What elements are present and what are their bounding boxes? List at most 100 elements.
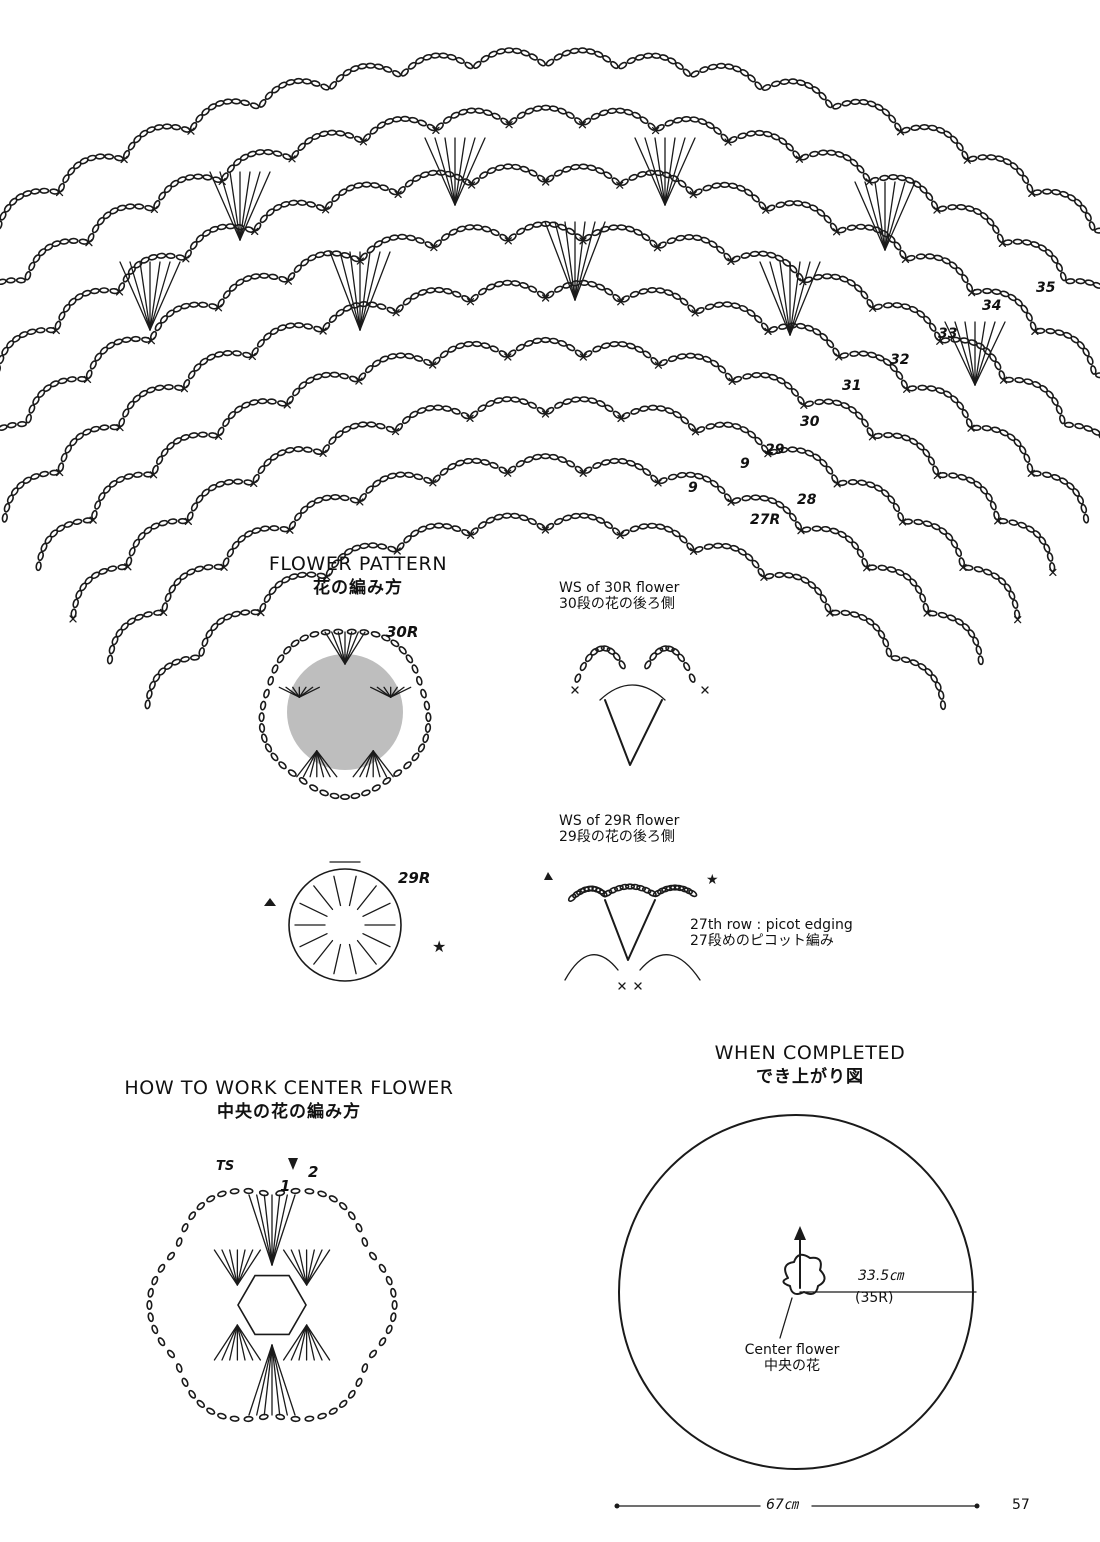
chain-stitch <box>340 252 351 259</box>
sc-stitch <box>542 178 550 186</box>
chain-stitch <box>595 645 605 653</box>
chain-stitch <box>161 602 169 613</box>
chain-stitch <box>329 371 340 378</box>
chain-stitch <box>17 420 27 428</box>
chain-stitch <box>306 571 317 578</box>
chain-stitch <box>832 347 840 357</box>
dc-stitch <box>359 251 371 331</box>
chain-stitch <box>189 121 198 132</box>
dc-stitch <box>213 1249 239 1286</box>
chain-stitch <box>503 163 513 170</box>
chain-stitch <box>113 338 124 346</box>
chain-stitch <box>70 608 77 619</box>
dc-stitch <box>944 321 976 386</box>
chain-stitch <box>338 1201 348 1211</box>
chain-stitch <box>583 466 593 474</box>
chain-stitch <box>872 432 883 440</box>
chain-stitch <box>566 343 576 352</box>
chain-stitch <box>164 592 172 603</box>
chain-stitch <box>557 107 567 115</box>
chain-stitch <box>750 494 761 501</box>
dc-stitch <box>236 1249 254 1286</box>
chain-stitch <box>398 646 407 655</box>
chain-stitch <box>746 309 756 317</box>
dc-stitch <box>298 1249 308 1286</box>
chain-stitch <box>371 784 381 792</box>
chain-stitch <box>432 356 441 366</box>
label-29r: 29R <box>398 869 431 887</box>
sc-stitch <box>541 294 550 302</box>
chain-stitch <box>382 776 392 785</box>
chain-stitch <box>1090 365 1097 375</box>
chain-stitch <box>708 240 718 248</box>
sc-stitch <box>283 401 291 409</box>
dc-stitch <box>302 750 318 778</box>
chain-stitch <box>287 272 296 282</box>
chain-stitch <box>774 571 785 579</box>
chain-stitch <box>494 164 505 171</box>
chain-stitch <box>977 655 984 666</box>
chain-stitch <box>493 513 504 521</box>
dc-stitch <box>854 181 886 251</box>
dc-stitch <box>454 137 476 206</box>
chain-stitch <box>66 376 77 383</box>
chain-stitch <box>879 174 890 182</box>
chain-stitch <box>353 135 364 143</box>
chain-stitch <box>264 743 273 753</box>
chain-stitch <box>365 62 376 69</box>
chain-stitch <box>477 287 488 296</box>
chain-stitch <box>973 566 984 573</box>
chain-stitch <box>340 793 351 801</box>
sc-stitch <box>654 479 662 487</box>
chain-stitch <box>856 548 865 559</box>
chain-stitch <box>883 431 894 439</box>
chain-stitch <box>1064 421 1074 429</box>
chain-stitch <box>294 512 302 522</box>
chain-stitch <box>957 473 968 481</box>
chain-stitch <box>151 1324 159 1335</box>
chain-stitch <box>897 511 905 522</box>
chain-stitch <box>154 384 165 391</box>
chain-stitch <box>271 664 279 674</box>
chain-stitch <box>259 700 267 711</box>
sc-stitch <box>251 227 259 236</box>
chain-stitch <box>679 297 689 306</box>
chain-stitch <box>456 225 467 233</box>
chain-stitch <box>619 178 629 186</box>
chain-stitch <box>716 245 725 254</box>
dc-stitch <box>789 261 811 336</box>
chain-stitch <box>971 424 982 432</box>
chain-stitch <box>743 188 754 197</box>
chain-stitch <box>818 91 827 101</box>
chain-stitch <box>118 282 126 292</box>
chain-stitch <box>256 338 265 348</box>
sc-stitch <box>432 126 440 135</box>
chain-stitch <box>122 408 130 418</box>
chain-stitch <box>674 884 685 892</box>
chain-stitch <box>402 297 412 306</box>
chain-stitch <box>702 184 713 192</box>
chain-stitch <box>510 280 521 287</box>
ws-29r-caption: WS of 29R flower 29段の花の後ろ側 <box>559 813 679 845</box>
chain-stitch <box>180 656 190 663</box>
chain-stitch <box>1011 599 1019 609</box>
chain-stitch <box>1026 183 1034 194</box>
chain-stitch <box>782 505 791 515</box>
chain-stitch <box>425 523 436 530</box>
chain-stitch <box>301 78 312 85</box>
chain-stitch <box>647 404 658 411</box>
chain-stitch <box>196 1201 206 1211</box>
chain-stitch <box>359 542 370 550</box>
chain-stitch <box>359 252 368 262</box>
chain-stitch <box>679 535 688 544</box>
sc-stitch <box>214 304 223 312</box>
chain-stitch <box>132 471 143 478</box>
chain-stitch <box>1002 239 1013 246</box>
row-label-9b: 9 <box>688 480 698 496</box>
chain-stitch <box>287 769 297 777</box>
chain-stitch <box>86 154 97 162</box>
chain-stitch <box>1008 590 1016 601</box>
dc-stitch <box>236 1249 262 1286</box>
chain-stitch <box>910 124 921 131</box>
chain-stitch <box>579 512 590 519</box>
